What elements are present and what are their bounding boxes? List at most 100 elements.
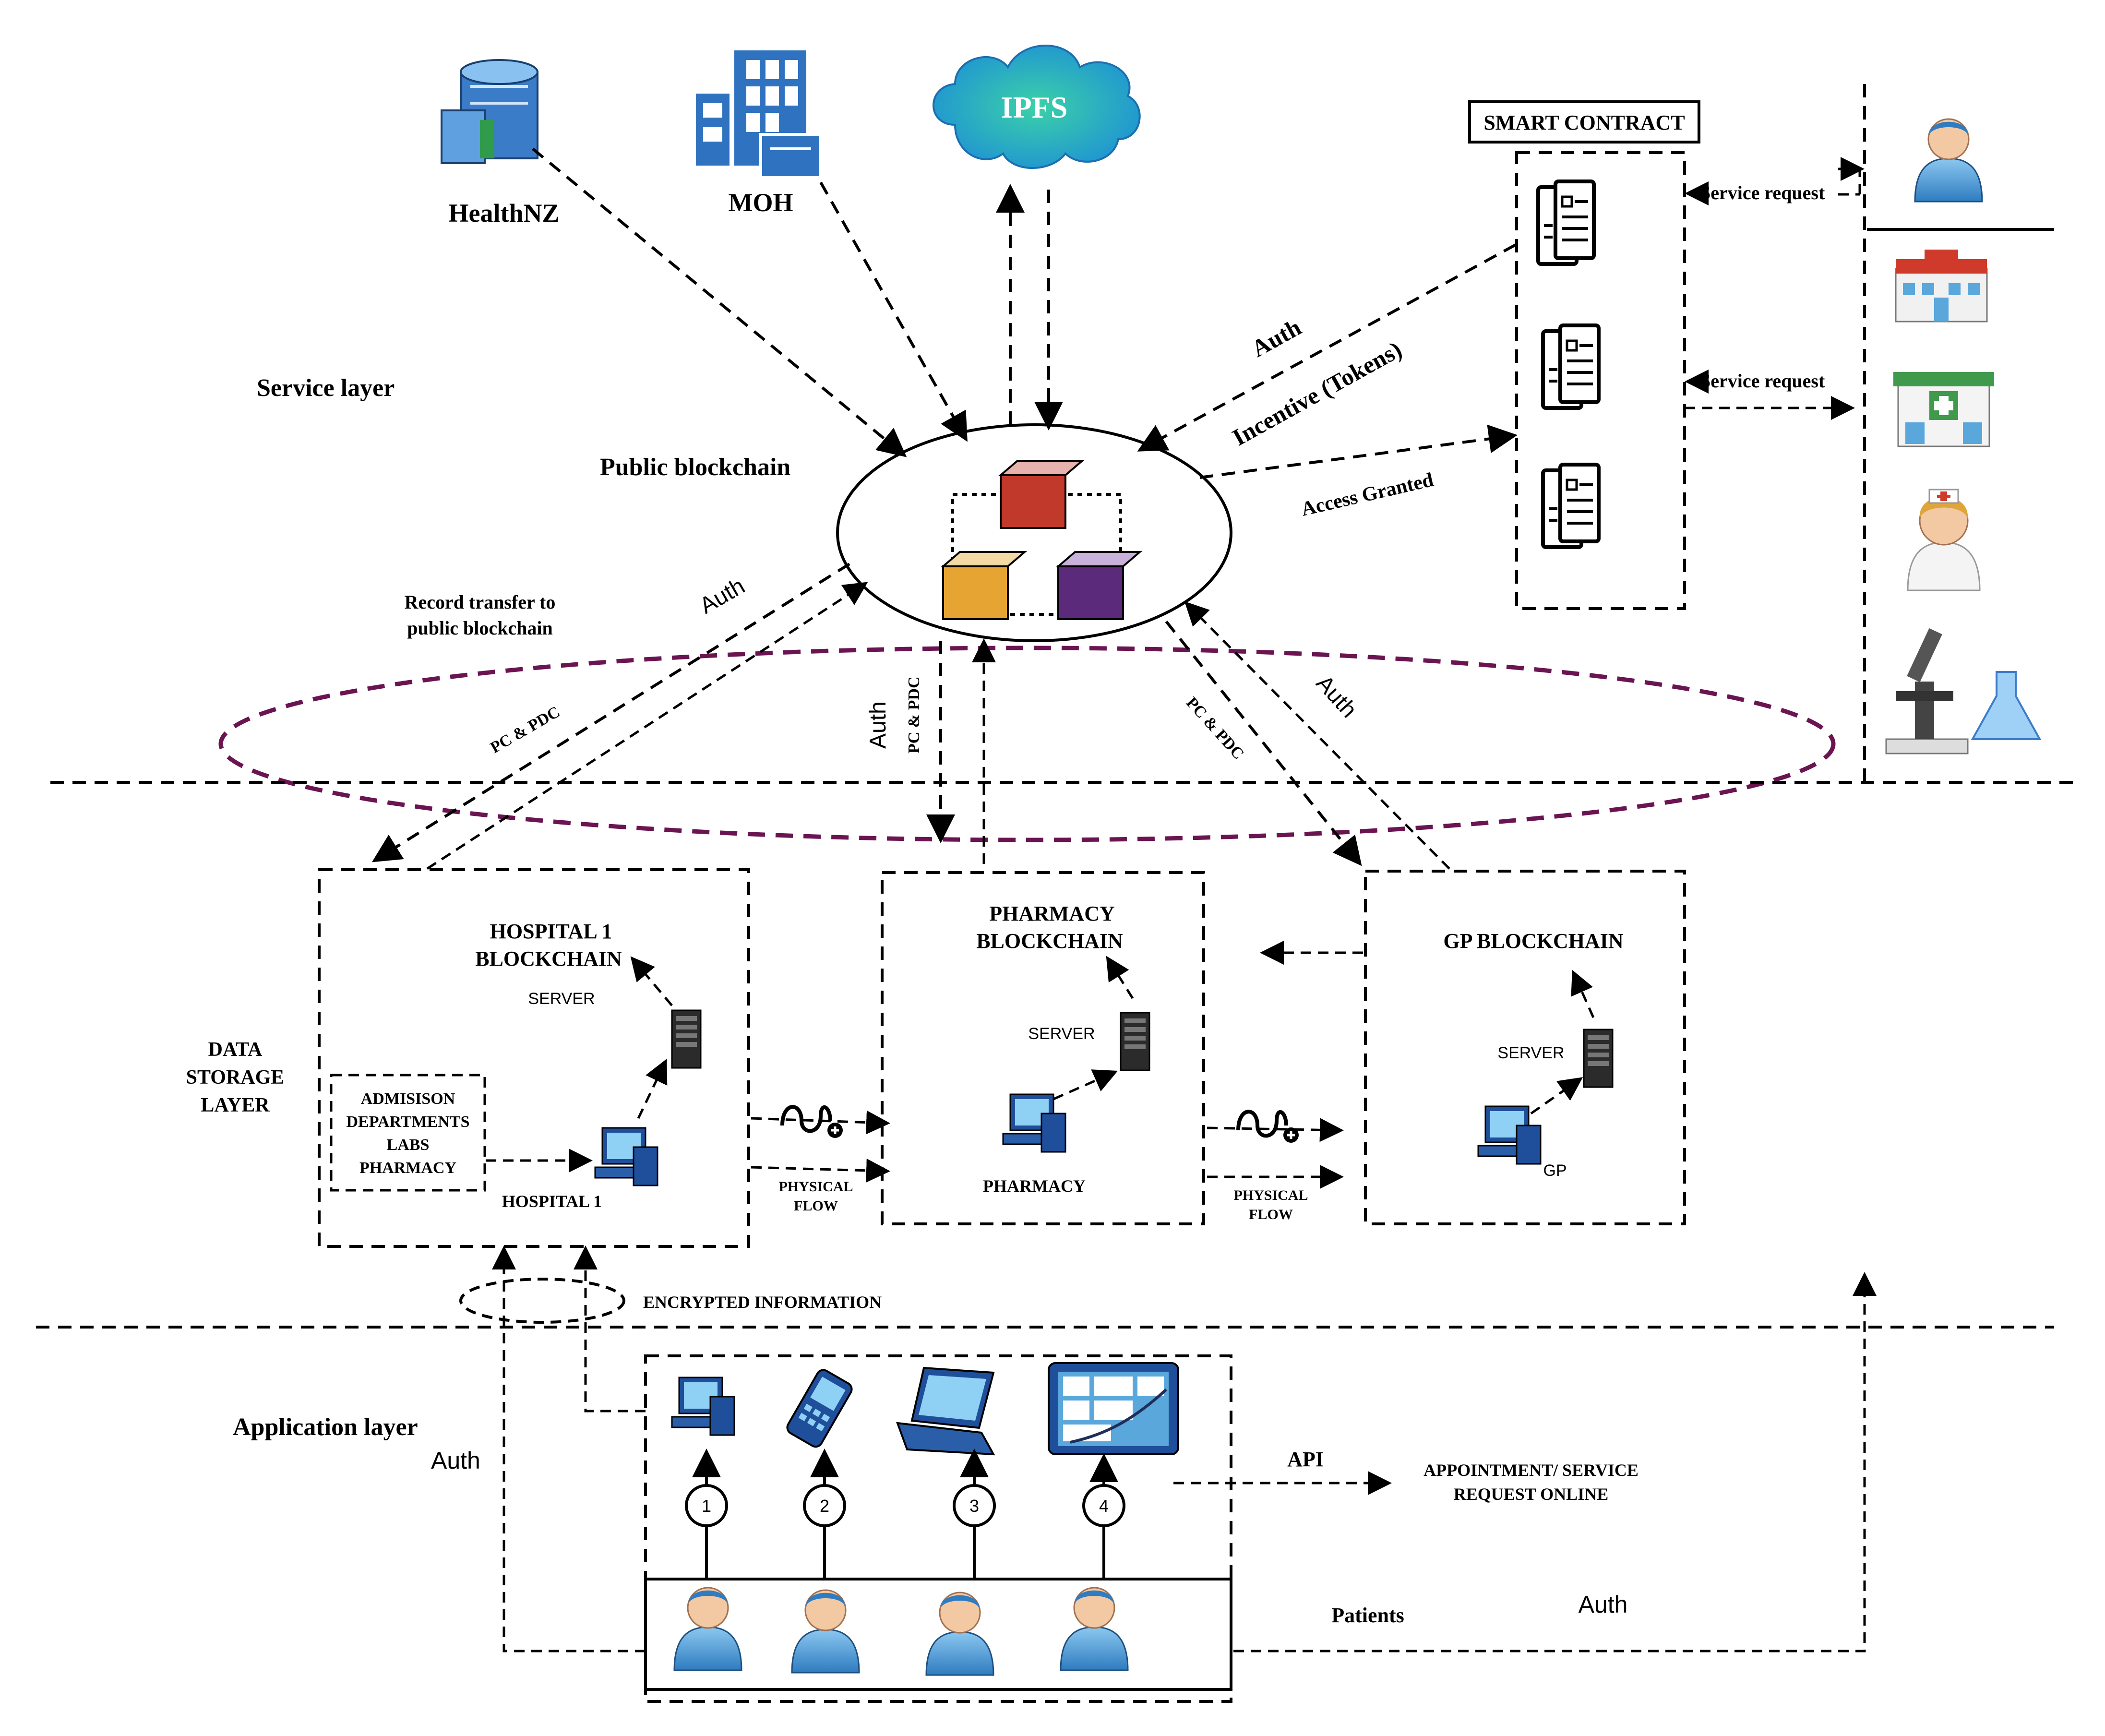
- svg-text:4: 4: [1099, 1496, 1109, 1516]
- service-request-label-2: Service request: [1700, 370, 1825, 392]
- auth-app-label: Auth: [431, 1447, 480, 1474]
- pc-pdc-mid-label: PC & PDC: [905, 676, 923, 754]
- hospital-computer-to-server-arrow: [637, 1058, 668, 1119]
- auth-mid-label: Auth: [865, 701, 891, 749]
- appointment-label-2: REQUEST ONLINE: [1454, 1485, 1608, 1504]
- hospital-label: HOSPITAL 1: [502, 1192, 602, 1211]
- patient-icon: [1060, 1587, 1129, 1671]
- pharmacy-icon: [1893, 372, 1994, 447]
- hospital-building-icon: [441, 59, 538, 164]
- physical-flow-label-1a: PHYSICAL: [778, 1179, 853, 1195]
- mobile-phone-icon: [786, 1369, 853, 1448]
- admission-label-3: LABS: [387, 1136, 430, 1154]
- appointment-label-1: APPOINTMENT/ SERVICE: [1423, 1461, 1639, 1480]
- application-layer-label: Application layer: [233, 1413, 418, 1441]
- flow-arrow-1b: [751, 1158, 890, 1183]
- auth-left-label: Auth: [695, 573, 749, 619]
- ipfs-label: IPFS: [1001, 90, 1068, 124]
- healthnz-label: HealthNZ: [448, 199, 559, 227]
- device-number-1: 1: [685, 1484, 728, 1527]
- hospital-blockchain-box: [318, 868, 750, 1248]
- devices-box: [644, 1354, 1232, 1703]
- pharmacy-title-2: BLOCKCHAIN: [976, 929, 1123, 953]
- server-icon: [1120, 1012, 1150, 1071]
- public-blockchain-label: Public blockchain: [600, 454, 790, 481]
- device-number-3: 3: [953, 1484, 996, 1527]
- record-transfer-label-2: public blockchain: [407, 617, 552, 639]
- pharmacy-server-label: SERVER: [1028, 1025, 1095, 1043]
- data-storage-label-3: LAYER: [201, 1094, 270, 1116]
- admission-label-1: ADMISISON: [361, 1090, 455, 1108]
- pc-pdc-left-label: PC & PDC: [488, 703, 563, 757]
- gp-computer-to-server-arrow: [1530, 1077, 1583, 1115]
- pharmacy-label: PHARMACY: [983, 1176, 1086, 1196]
- blockchain-to-gp-arrow: [1165, 621, 1362, 866]
- pharmacy-title-1: PHARMACY: [989, 902, 1115, 925]
- gp-to-blockchain-arrow: [1184, 601, 1450, 870]
- public-blockchain-node: [836, 423, 1232, 642]
- physical-flow-icon: [782, 1107, 843, 1138]
- auth-right-label: Auth: [1311, 670, 1362, 723]
- hospital-to-blockchain-arrow: [426, 582, 868, 870]
- healthnz-to-blockchain-arrow: [532, 147, 907, 457]
- admission-box: [330, 1074, 486, 1192]
- api-label: API: [1287, 1448, 1324, 1471]
- hospital-server-up-arrow: [630, 956, 673, 1006]
- auth-top-label: Auth: [1247, 313, 1305, 362]
- smart-contract-box: [1515, 151, 1686, 610]
- encrypted-information-label: ENCRYPTED INFORMATION: [643, 1293, 882, 1312]
- computer-icon: [594, 1127, 658, 1186]
- computer-icon: [1002, 1093, 1066, 1153]
- access-granted-label: Access Granted: [1299, 469, 1435, 521]
- svg-text:1: 1: [702, 1496, 711, 1516]
- devices-to-hospital-arrow: [574, 1245, 646, 1413]
- smart-contract-to-blockchain-arrow: [1137, 243, 1517, 452]
- physical-flow-label-1b: FLOW: [794, 1198, 838, 1214]
- microscope-icon: [1885, 628, 2042, 754]
- computer-icon: [671, 1377, 735, 1436]
- hospital-server-label: SERVER: [528, 990, 595, 1008]
- svg-text:3: 3: [969, 1496, 979, 1516]
- gp-blockchain-box: [1364, 870, 1686, 1225]
- server-icon: [1583, 1029, 1614, 1088]
- contract-document-icon: [1543, 465, 1599, 547]
- tablet-icon: [1048, 1362, 1179, 1455]
- service-layer-label: Service layer: [257, 374, 395, 402]
- smart-contract-label: SMART CONTRACT: [1483, 111, 1685, 134]
- pharmacy-computer-to-server-arrow: [1052, 1069, 1118, 1101]
- flow-arrow-2a: [1207, 1118, 1344, 1142]
- laptop-icon: [896, 1366, 995, 1456]
- nurse-icon: [1907, 489, 1981, 591]
- patients-label: Patients: [1331, 1604, 1404, 1627]
- patients-to-hospital-auth-arrow: [492, 1245, 646, 1652]
- flow-arrow-1a: [751, 1110, 890, 1135]
- patients-to-services-auth-arrow: [1233, 1272, 1877, 1652]
- gp-server-up-arrow: [1571, 970, 1595, 1018]
- admission-label-4: PHARMACY: [359, 1159, 456, 1177]
- gp-server-label: SERVER: [1497, 1044, 1564, 1062]
- hospital-title-2: BLOCKCHAIN: [475, 947, 622, 970]
- moh-to-blockchain-arrow: [819, 181, 968, 442]
- ipfs-cloud-icon: IPFS: [933, 45, 1141, 169]
- physical-flow-label-2b: FLOW: [1249, 1207, 1293, 1222]
- data-storage-label-1: DATA: [208, 1039, 263, 1061]
- gp-title: GP BLOCKCHAIN: [1443, 929, 1623, 953]
- hospital-title-1: HOSPITAL 1: [490, 920, 612, 943]
- record-transfer-label-1: Record transfer to: [405, 591, 556, 613]
- consensus-ellipse: [218, 646, 1836, 842]
- smart-contract-label-box: [1468, 100, 1700, 144]
- patient-icon: [791, 1589, 860, 1674]
- physical-flow-label-2a: PHYSICAL: [1233, 1187, 1308, 1203]
- data-storage-label-2: STORAGE: [186, 1066, 285, 1089]
- contract-document-icon: [1543, 325, 1599, 408]
- hospital-icon: [1895, 250, 1988, 323]
- admission-label-2: DEPARTMENTS: [347, 1113, 470, 1131]
- blockchain-cubes-icon: [940, 460, 1143, 620]
- encrypted-ellipse: [459, 1278, 625, 1324]
- patient-icon: [673, 1587, 742, 1671]
- service-request-label-1: Service request: [1700, 182, 1825, 204]
- blockchain-to-hospital-arrow: [371, 563, 850, 862]
- device-number-4: 4: [1082, 1484, 1125, 1527]
- user-icon: [1914, 118, 1983, 203]
